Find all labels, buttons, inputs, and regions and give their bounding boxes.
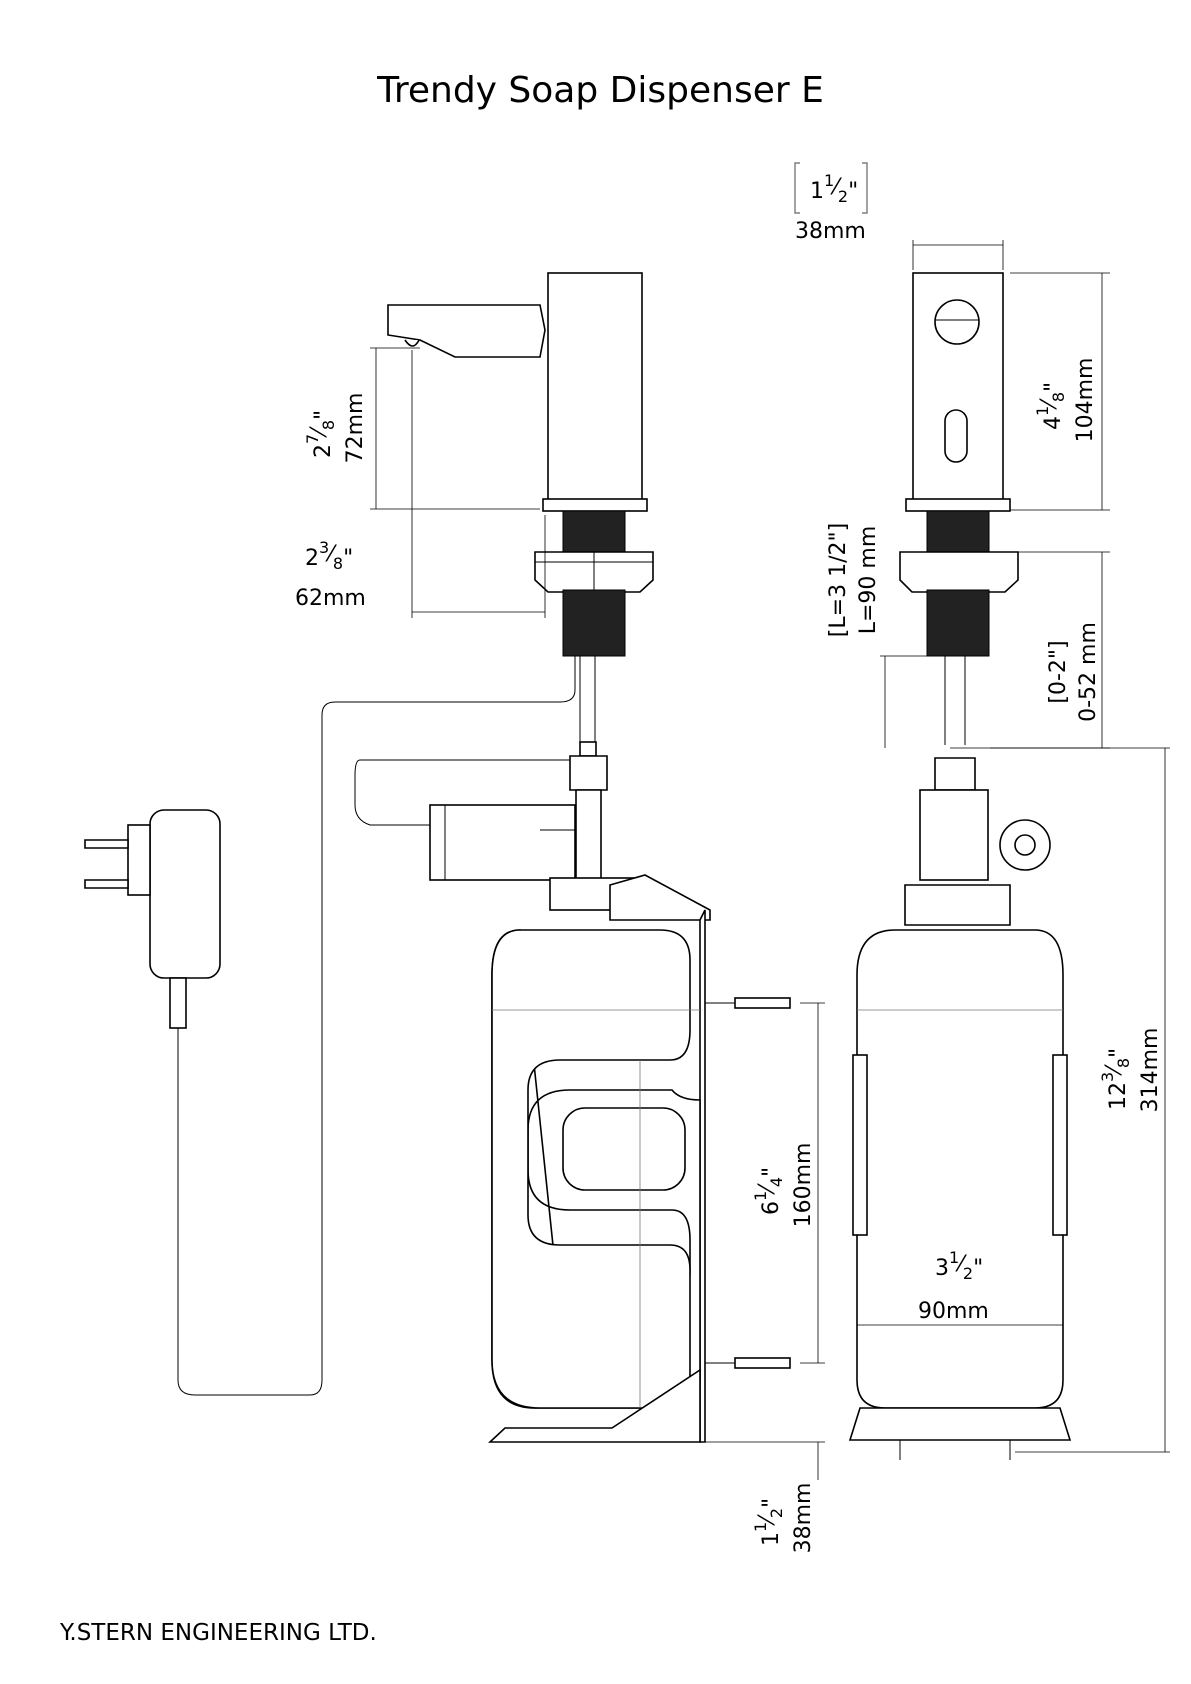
- svg-text:[L=3 1/2"]: [L=3 1/2"]: [826, 523, 851, 637]
- dim-spout-reach: 23⁄8" 62mm: [295, 538, 366, 611]
- svg-text:90mm: 90mm: [918, 1299, 989, 1324]
- svg-text:11⁄2": 11⁄2": [810, 171, 858, 206]
- svg-text:160mm: 160mm: [791, 1143, 816, 1228]
- svg-text:31⁄2": 31⁄2": [935, 1248, 983, 1283]
- dim-body-height: 104mm 41⁄8": [1033, 358, 1098, 443]
- faucet-side-view: [387, 272, 711, 921]
- svg-text:61⁄4": 61⁄4": [751, 1167, 786, 1215]
- dimension-lines: [370, 240, 1170, 1480]
- svg-text:104mm: 104mm: [1073, 358, 1098, 443]
- svg-text:72mm: 72mm: [343, 393, 368, 464]
- dim-total-height: 314mm 123⁄8": [1098, 1028, 1163, 1113]
- drawing-title-text: Trendy Soap Dispenser E: [377, 70, 824, 111]
- svg-text:23⁄8": 23⁄8": [305, 538, 353, 573]
- dim-spout-height: 72mm 27⁄8": [303, 393, 368, 464]
- svg-text:314mm: 314mm: [1138, 1028, 1163, 1113]
- svg-text:62mm: 62mm: [295, 586, 366, 611]
- dim-shank-length: L=90 mm [L=3 1/2"]: [826, 523, 881, 637]
- dim-bracket-spacing: 160mm 61⁄4": [751, 1143, 816, 1228]
- bottle-front-view: [848, 929, 1072, 1460]
- dim-bottom-clearance: 38mm 11⁄2": [751, 1483, 816, 1554]
- svg-text:41⁄8": 41⁄8": [1033, 382, 1068, 430]
- dim-bottle-width: 31⁄2" 90mm: [918, 1248, 989, 1324]
- svg-text:0-52 mm: 0-52 mm: [1076, 622, 1101, 722]
- svg-text:11⁄2": 11⁄2": [751, 1498, 786, 1546]
- svg-text:L=90 mm: L=90 mm: [856, 526, 881, 635]
- svg-text:38mm: 38mm: [795, 219, 866, 244]
- svg-text:38mm: 38mm: [791, 1483, 816, 1554]
- dim-extension: 0-52 mm [0-2"]: [1046, 622, 1101, 722]
- svg-text:123⁄8": 123⁄8": [1098, 1048, 1133, 1110]
- bottle-side-view: [487, 909, 791, 1443]
- svg-text:[0-2"]: [0-2"]: [1046, 640, 1071, 703]
- dim-top-width: 11⁄2" 38mm: [794, 162, 868, 244]
- company-footer: Y.STERN ENGINEERING LTD.: [60, 1620, 377, 1646]
- drawing-title: Trendy Soap Dispenser E: [0, 70, 1191, 111]
- svg-text:27⁄8": 27⁄8": [303, 410, 338, 458]
- power-adapter: [84, 656, 576, 1396]
- faucet-front-view: [899, 272, 1051, 926]
